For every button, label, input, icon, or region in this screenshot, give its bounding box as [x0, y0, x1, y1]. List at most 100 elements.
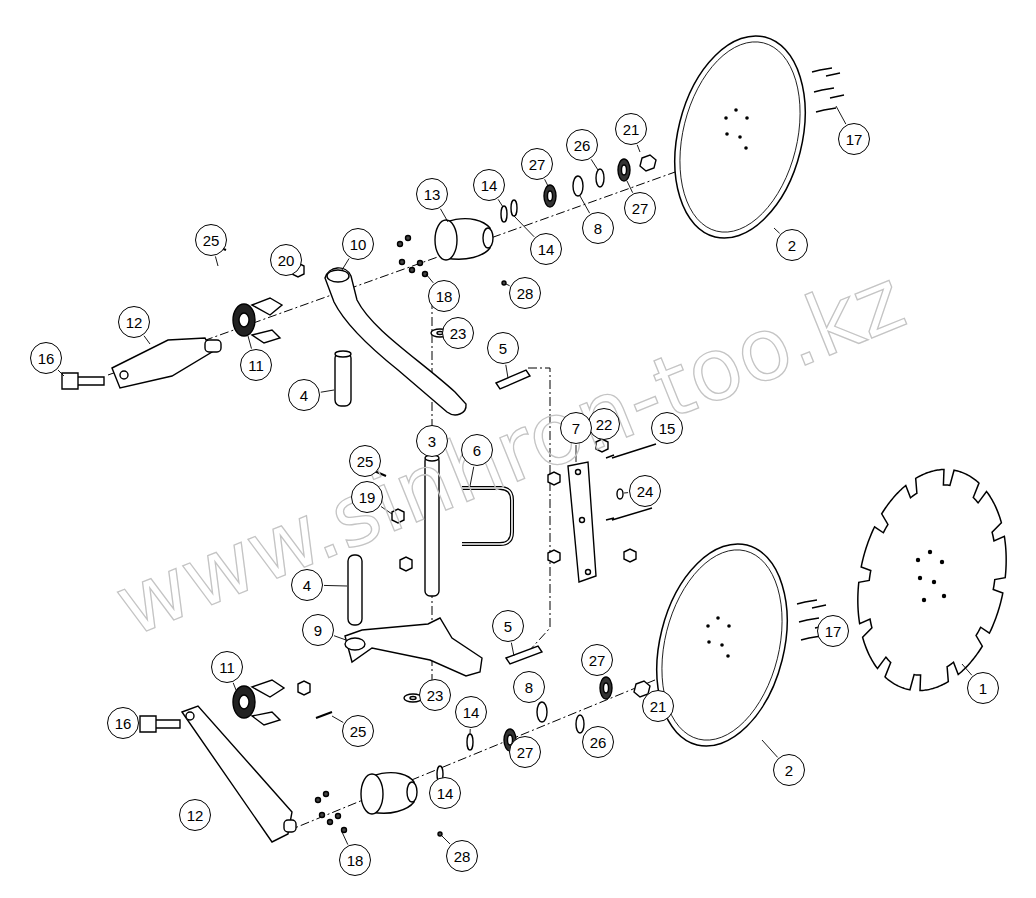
drawing-part	[622, 165, 627, 175]
callout-number: 22	[596, 417, 613, 432]
drawing-part	[316, 712, 332, 718]
leader-line	[627, 181, 633, 193]
drawing-part	[496, 370, 530, 389]
callout-circle: 4	[288, 379, 320, 411]
callout-circle: 10	[342, 228, 374, 260]
drawing-part	[537, 702, 547, 722]
callout-circle: 21	[642, 690, 674, 722]
callout-circle: 17	[817, 615, 849, 647]
callout-number: 14	[463, 705, 480, 720]
callout-number: 11	[219, 660, 235, 675]
top-disc	[655, 22, 825, 252]
drawing-part	[438, 832, 442, 836]
drawing-part	[284, 820, 296, 832]
callout-circle: 25	[349, 445, 381, 477]
leader-line	[342, 832, 348, 845]
drawing-part	[316, 798, 321, 803]
callout-circle: 2	[776, 229, 808, 261]
drawing-part	[410, 268, 415, 273]
callout-circle: 7	[560, 412, 592, 444]
drawing-part	[406, 236, 411, 241]
drawing-part	[744, 146, 748, 150]
callout-circle: 14	[455, 696, 487, 728]
callout-circle: 18	[339, 844, 371, 876]
callout-number: 10	[350, 237, 367, 252]
leader-line	[144, 336, 150, 344]
callout-number: 9	[314, 623, 322, 638]
drawing-part	[327, 270, 349, 282]
drawing-part	[726, 654, 730, 658]
callout-circle: 15	[651, 412, 683, 444]
bolt-hole	[942, 594, 946, 598]
drawing-part	[298, 681, 310, 695]
callout-circle: 5	[492, 610, 524, 642]
callout-circle: 23	[419, 679, 451, 711]
drawing-part	[812, 68, 844, 112]
callout-number: 27	[529, 157, 546, 172]
leader-line	[248, 336, 251, 349]
leader-line	[774, 228, 780, 233]
callout-number: 7	[572, 421, 580, 436]
callout-circle: 28	[509, 277, 541, 309]
callout-circle: 25	[342, 715, 374, 747]
drawing-part	[734, 108, 738, 112]
callout-circle: 18	[428, 280, 460, 312]
callout-number: 6	[473, 443, 481, 458]
callout-circle: 5	[487, 332, 519, 364]
bottom-disc	[637, 530, 807, 760]
callout-number: 25	[357, 454, 374, 469]
callout-number: 11	[248, 358, 264, 373]
callout-number: 14	[481, 178, 498, 193]
callout-number: 15	[659, 421, 676, 436]
callout-number: 21	[650, 699, 667, 714]
bolt-hole	[940, 560, 944, 564]
callout-circle: 12	[118, 306, 150, 338]
drawing-part	[233, 304, 255, 336]
drawing-part	[335, 352, 351, 406]
callout-circle: 1	[967, 672, 999, 704]
leader-line	[215, 256, 218, 266]
drawing-part	[112, 338, 212, 388]
drawing-part	[586, 570, 591, 575]
leader-line	[334, 636, 346, 640]
callout-circle: 22	[588, 408, 620, 440]
drawing-part	[661, 29, 819, 245]
drawing-part	[239, 695, 249, 709]
drawing-part	[724, 108, 749, 150]
drawing-part	[637, 530, 807, 760]
drawing-part	[655, 22, 825, 252]
drawing-part	[410, 697, 416, 700]
drawing-part	[706, 624, 710, 628]
drawing-part	[252, 298, 282, 343]
callout-circle: 16	[107, 707, 139, 739]
leader-line	[342, 258, 349, 270]
callout-number: 3	[428, 434, 436, 449]
drawing-part	[467, 734, 473, 750]
drawing-part	[345, 618, 482, 676]
callout-circle: 14	[530, 233, 562, 265]
callout-circle: 17	[838, 123, 870, 155]
drawing-part	[501, 206, 507, 222]
drawing-part	[716, 616, 720, 620]
drawing-part	[423, 272, 428, 277]
leader-line	[498, 199, 503, 207]
drawing-part	[502, 281, 506, 285]
drawing-part	[727, 624, 731, 628]
drawing-part	[233, 686, 255, 718]
callout-circle: 24	[629, 475, 661, 507]
callout-circle: 20	[270, 244, 302, 276]
drawing-part	[720, 643, 724, 647]
drawing-part	[140, 716, 180, 732]
callout-circle: 6	[461, 434, 493, 466]
callout-circle: 27	[624, 192, 656, 224]
callout-circle: 12	[179, 799, 211, 831]
drawing-part	[400, 260, 405, 265]
callout-number: 1	[979, 681, 987, 696]
callout-circle: 26	[582, 726, 614, 758]
leader-line	[545, 179, 548, 186]
bolt-hole	[928, 550, 932, 554]
drawing-part	[239, 313, 249, 327]
callout-number: 8	[594, 221, 602, 236]
callout-circle: 27	[521, 148, 553, 180]
